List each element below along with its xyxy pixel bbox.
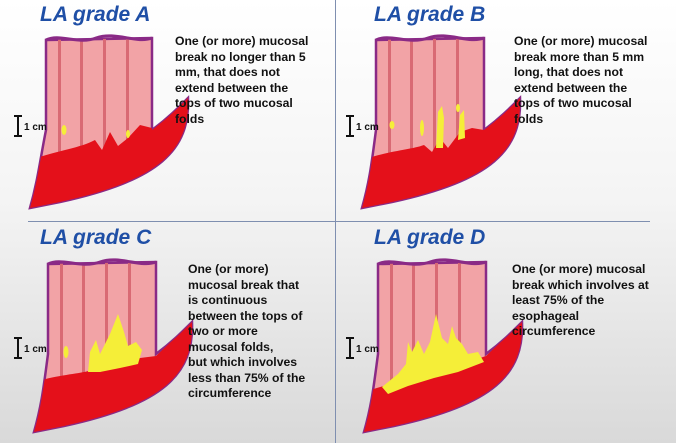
scale-label: 1 cm bbox=[356, 122, 379, 133]
scale-bar bbox=[14, 337, 22, 359]
panel-title: LA grade A bbox=[40, 3, 151, 26]
esophagus-illustration: 1 cm bbox=[346, 34, 522, 210]
esophagus-illustration: 1 cm bbox=[346, 258, 524, 434]
panel-title: LA grade B bbox=[374, 3, 486, 26]
panel-description: One (or more) mucosal break that is cont… bbox=[188, 262, 306, 400]
horizontal-divider bbox=[28, 221, 650, 222]
panel-title: LA grade D bbox=[374, 226, 486, 249]
scale-label: 1 cm bbox=[24, 122, 47, 133]
scale-bar bbox=[14, 115, 22, 137]
esophagus-illustration: 1 cm bbox=[14, 34, 190, 210]
panel-title: LA grade C bbox=[40, 226, 152, 249]
panel-grade-d: LA grade D 1 cm One (or more) mucosal br… bbox=[338, 222, 676, 443]
scale-bar bbox=[346, 115, 354, 137]
scale-label: 1 cm bbox=[24, 344, 47, 355]
panel-grade-c: LA grade C 1 cm One (or more) mucosal br… bbox=[0, 222, 338, 443]
panel-grade-b: LA grade B 1 cm One (or more) mucosal br… bbox=[338, 0, 676, 221]
panel-grade-a: LA grade A 1 cm One (or more) mucosal br… bbox=[0, 0, 338, 221]
panel-description: One (or more) mucosal break more than 5 … bbox=[514, 34, 648, 126]
esophagus-illustration: 1 cm bbox=[14, 258, 194, 434]
scale-label: 1 cm bbox=[356, 344, 379, 355]
panel-description: One (or more) mucosal break which involv… bbox=[512, 262, 649, 338]
panel-description: One (or more) mucosal break no longer th… bbox=[175, 34, 309, 126]
scale-bar bbox=[346, 337, 354, 359]
